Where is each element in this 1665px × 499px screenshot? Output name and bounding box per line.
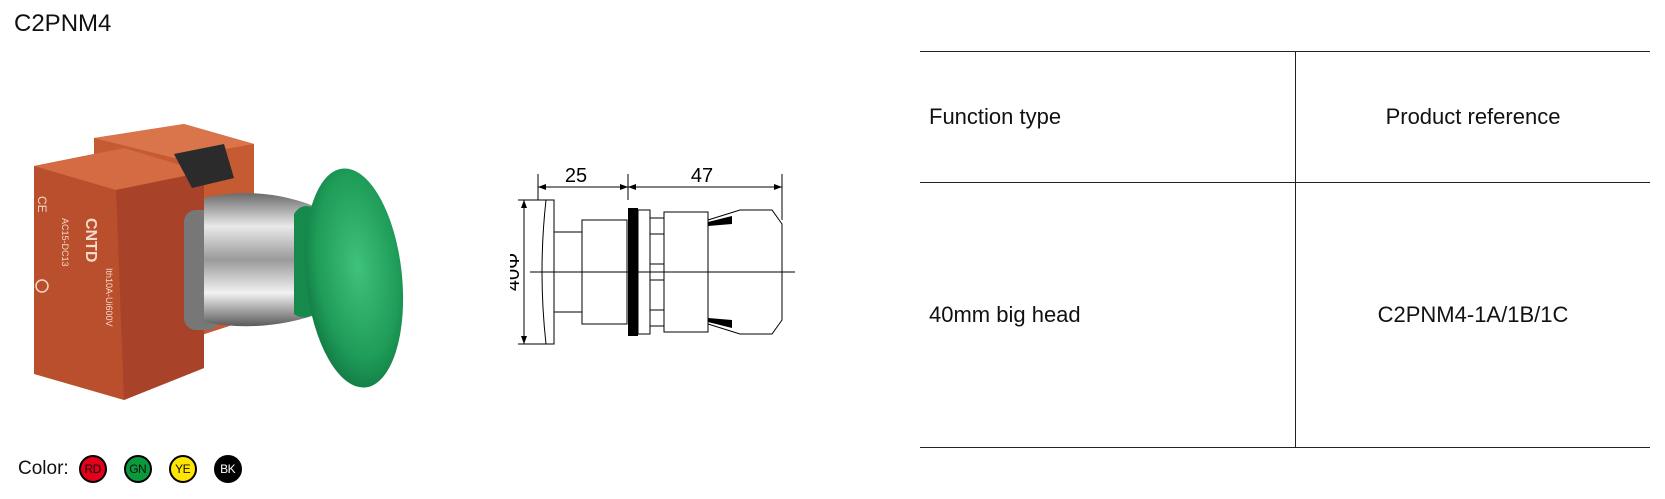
dimension-25: 25 [565,165,587,187]
rating-text: AC15-DC13 [60,218,70,267]
ce-mark: CE [35,196,49,213]
color-code: BK [220,462,236,476]
color-code: YE [175,462,191,476]
color-code: RD [84,462,102,476]
table-header-row: Function type Product reference [920,51,1650,183]
cell-function-type: 40mm big head [920,182,1296,448]
color-swatch-ye: YE [168,455,197,483]
cell-product-reference: C2PNM4-1A/1B/1C [1295,182,1650,448]
product-photo: CNTD AC15-DC13 Ith10A-Ui600V CE [34,124,404,400]
table-row: 40mm big head C2PNM4-1A/1B/1C [920,182,1650,448]
header-product-reference: Product reference [1295,51,1650,183]
brand-text: CNTD [82,218,99,262]
color-label: Color: [18,458,69,479]
header-function-type: Function type [920,51,1296,183]
color-swatch-rd: RD [78,455,107,483]
color-swatch-gn: GN [123,455,152,483]
dimension-47: 47 [691,165,713,187]
certification-icon [35,279,49,293]
rating-text-2: Ith10A-Ui600V [104,268,114,327]
dimension-diameter: 40Φ [510,253,524,291]
color-code: GN [129,462,147,476]
color-swatch-bk: BK [213,455,242,483]
spec-table: Function type Product reference 40mm big… [920,51,1650,448]
color-options: Color: RD GN YE BK [18,455,259,483]
dimension-drawing: 25 47 40Φ [510,165,795,345]
page-title: C2PNM4 [14,10,112,37]
